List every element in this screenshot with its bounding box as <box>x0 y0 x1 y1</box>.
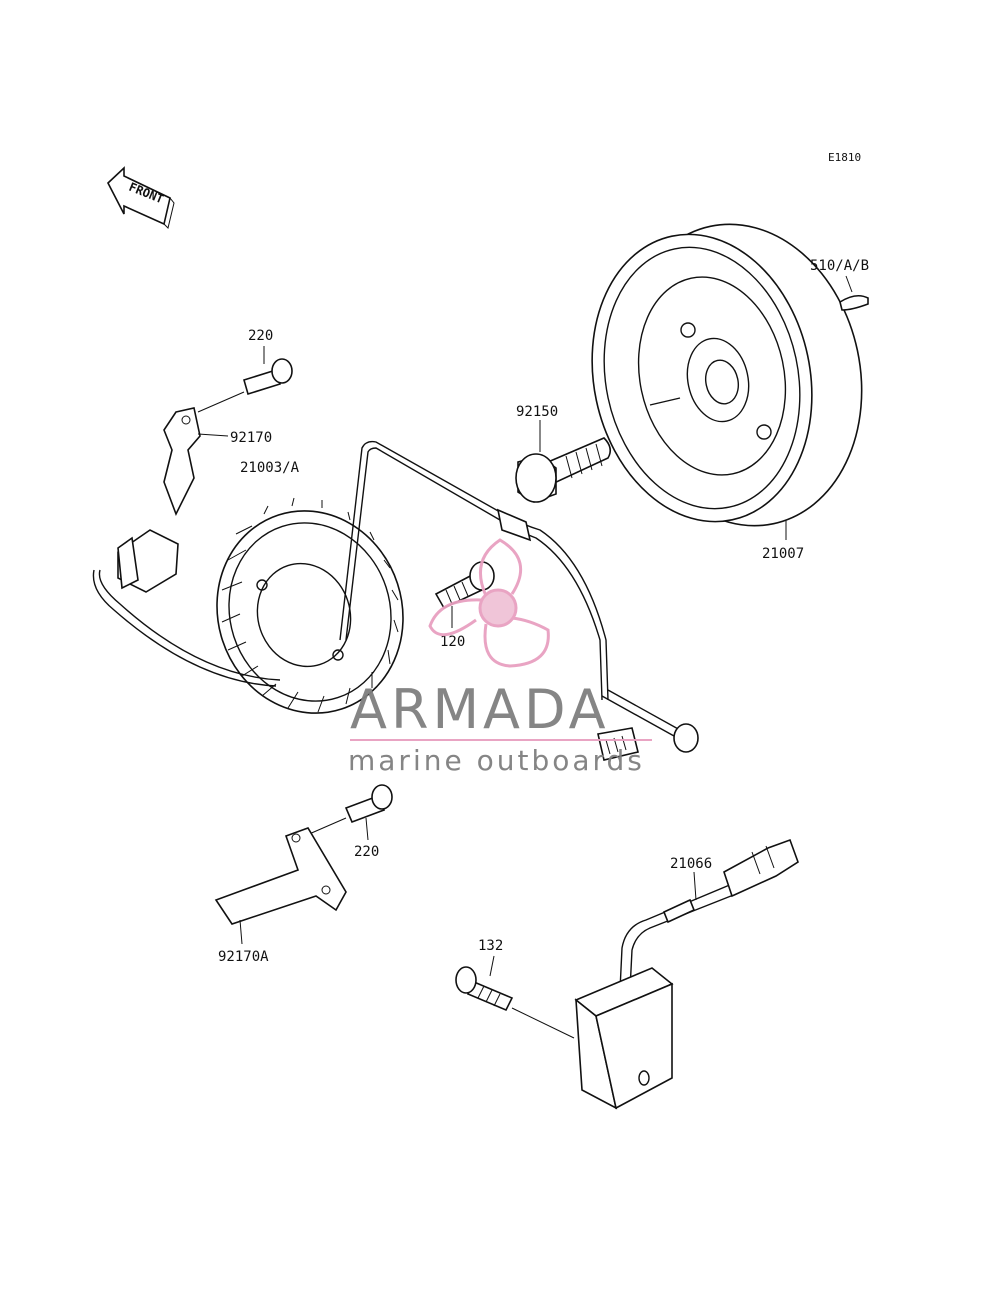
armada-watermark: ARMADA marine outboards <box>348 538 652 777</box>
bracket-top-label: 92170 <box>230 430 272 446</box>
bolt-bottom-part <box>344 784 393 824</box>
regulator-bolt-part <box>455 966 514 1012</box>
stator-label: 21003/A <box>240 460 300 476</box>
bracket-bottom-label: 92170A <box>218 949 269 965</box>
bolt-mid-label: 120 <box>440 634 465 650</box>
bracket-top-part <box>163 407 201 516</box>
lead-label: 21066 <box>670 856 712 872</box>
flywheel-bolt-label: 92150 <box>516 404 558 420</box>
flywheel-label: 21007 <box>762 546 804 562</box>
flywheel-bolt-part <box>515 437 612 503</box>
watermark-tagline: marine outboards <box>348 744 645 777</box>
wiring-harness-part <box>92 440 699 761</box>
propeller-logo-icon <box>428 538 550 668</box>
bolt-top-part <box>243 358 293 396</box>
regulator-bolt-label: 132 <box>478 938 503 954</box>
stator-part <box>216 497 404 714</box>
front-arrow-icon: FRONT <box>107 166 175 229</box>
lead-wire-part <box>619 838 799 991</box>
bolt-bottom-label: 220 <box>354 844 379 860</box>
woodruff-key-part <box>839 294 869 311</box>
regulator-part <box>574 967 674 1110</box>
bracket-bottom-part <box>214 827 347 925</box>
bolt-top-label: 220 <box>248 328 273 344</box>
watermark-brand: ARMADA <box>350 678 610 741</box>
flywheel-part <box>591 223 863 527</box>
diagram-code: E1810 <box>828 151 861 164</box>
key-label: 510/A/B <box>810 258 869 274</box>
